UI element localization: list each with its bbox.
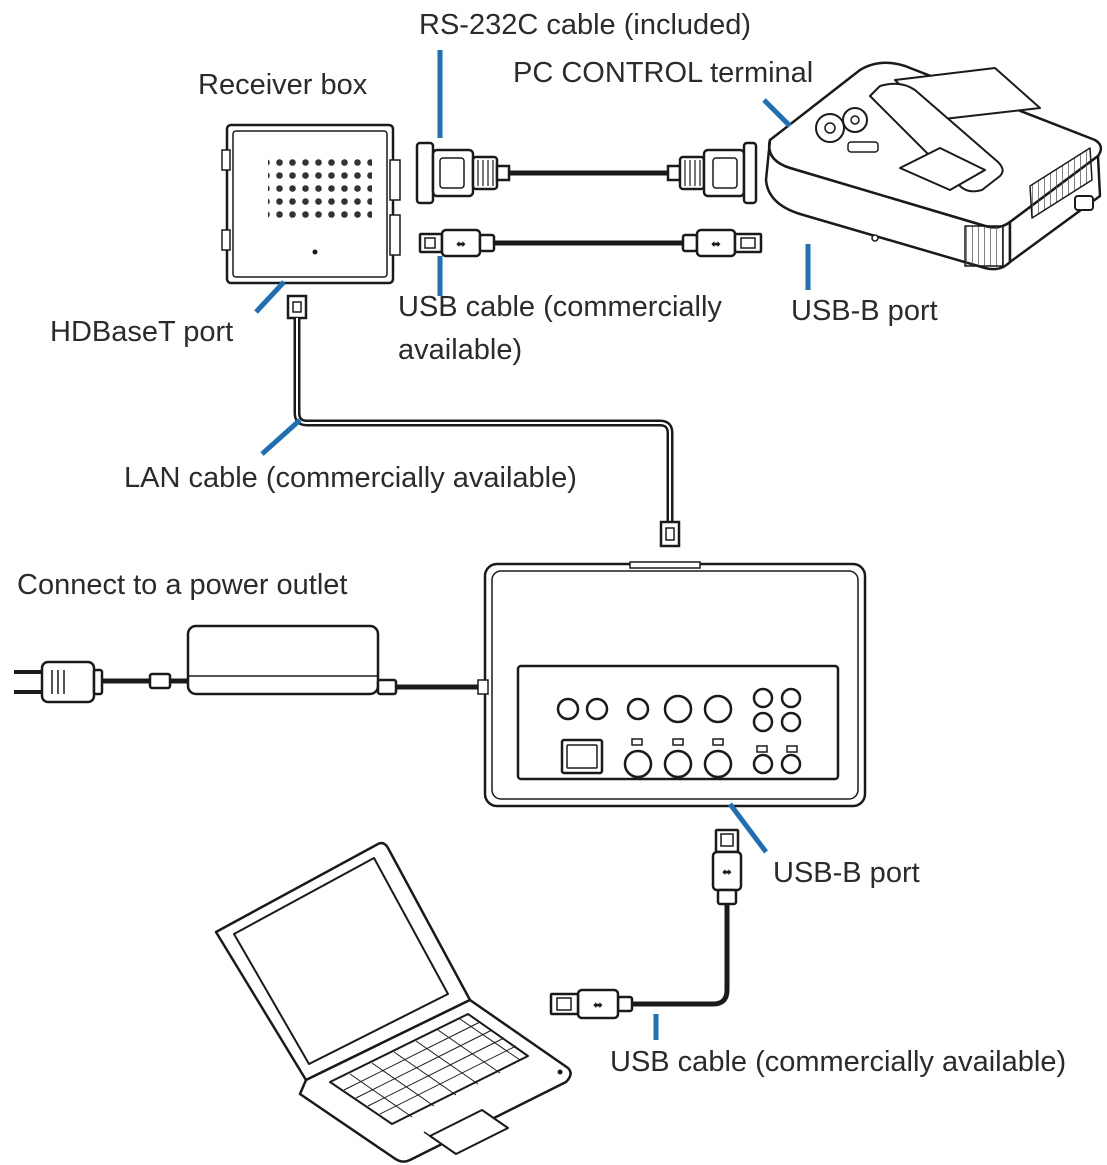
laptop [214, 841, 572, 1163]
svg-text:⬌: ⬌ [711, 237, 721, 251]
label-usb-b-port-transmitter: USB-B port [773, 857, 920, 889]
transmitter-box [477, 561, 867, 808]
label-usb-cable-top-line2: available) [398, 334, 523, 366]
label-pc-control-terminal: PC CONTROL terminal [513, 57, 814, 89]
callout-hdbaset [254, 280, 286, 314]
label-receiver-box: Receiver box [198, 69, 368, 101]
svg-text:⬌: ⬌ [593, 998, 603, 1012]
svg-text:⬌: ⬌ [456, 237, 466, 251]
callout-usb-b-transmitter [728, 802, 768, 854]
usb-cable-top: ⬌ ⬌ [418, 228, 763, 258]
rs232c-cable [415, 141, 758, 205]
lan-connector-transmitter [659, 520, 681, 548]
label-power-outlet: Connect to a power outlet [17, 569, 348, 601]
label-usb-cable-top-line1: USB cable (commercially [398, 291, 722, 323]
label-usb-cable-bottom: USB cable (commercially available) [610, 1046, 1067, 1078]
callout-lan [260, 418, 302, 456]
receiver-box [221, 123, 401, 285]
callout-pc-control [762, 98, 792, 128]
usb-cable-bottom: ⬌ ⬌ [549, 828, 743, 1020]
label-lan-cable: LAN cable (commercially available) [124, 462, 577, 494]
hdbaset-connector [286, 294, 308, 320]
power-adapter [14, 624, 478, 704]
callout-lines [254, 50, 811, 1040]
projector [764, 61, 1103, 271]
label-rs232c-cable: RS-232C cable (included) [419, 9, 752, 41]
svg-text:⬌: ⬌ [722, 865, 732, 879]
label-usb-b-port-projector: USB-B port [791, 295, 938, 327]
label-hdbaset-port: HDBaseT port [50, 316, 234, 348]
